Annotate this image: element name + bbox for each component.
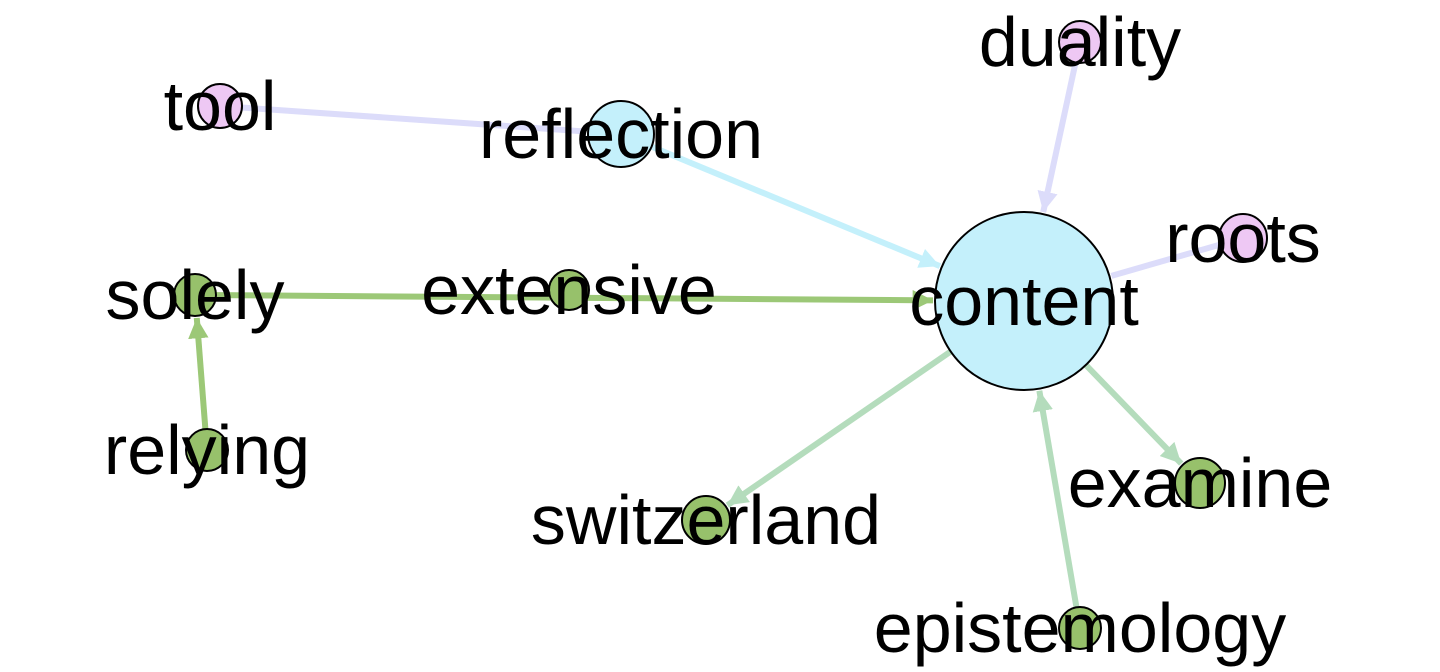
node-label-content: content bbox=[909, 262, 1139, 340]
node-epistemology[interactable] bbox=[1058, 606, 1102, 650]
node-content[interactable] bbox=[934, 211, 1114, 391]
edge-duality-to-content bbox=[1037, 45, 1083, 213]
node-label-switzerland: switzerland bbox=[531, 481, 881, 559]
node-tool[interactable] bbox=[197, 83, 243, 129]
edge-tool-to-reflection bbox=[224, 103, 587, 135]
edge-roots-to-content bbox=[1110, 236, 1240, 279]
node-label-examine: examine bbox=[1068, 444, 1333, 522]
node-extensive[interactable] bbox=[548, 269, 590, 311]
node-relying[interactable] bbox=[185, 428, 229, 472]
node-label-relying: relying bbox=[104, 411, 310, 489]
edge-epistemology-to-content bbox=[1032, 390, 1083, 625]
node-label-tool: tool bbox=[164, 67, 277, 145]
node-duality[interactable] bbox=[1058, 20, 1102, 64]
node-examine[interactable] bbox=[1174, 457, 1226, 509]
node-reflection[interactable] bbox=[587, 100, 655, 168]
edge-relying-to-solely bbox=[188, 317, 210, 447]
node-label-roots: roots bbox=[1165, 199, 1321, 277]
nodes-layer bbox=[173, 20, 1268, 650]
node-solely[interactable] bbox=[173, 273, 217, 317]
node-label-reflection: reflection bbox=[479, 95, 763, 173]
edge-reflection-to-content bbox=[625, 133, 942, 269]
node-label-duality: duality bbox=[979, 3, 1181, 81]
node-switzerland[interactable] bbox=[681, 495, 731, 545]
node-label-extensive: extensive bbox=[421, 251, 717, 329]
node-label-epistemology: epistemology bbox=[874, 589, 1286, 667]
labels-layer: content reflection tool duality roots solely e… bbox=[104, 3, 1332, 667]
node-label-solely: solely bbox=[106, 256, 285, 334]
node-roots[interactable] bbox=[1218, 213, 1268, 263]
